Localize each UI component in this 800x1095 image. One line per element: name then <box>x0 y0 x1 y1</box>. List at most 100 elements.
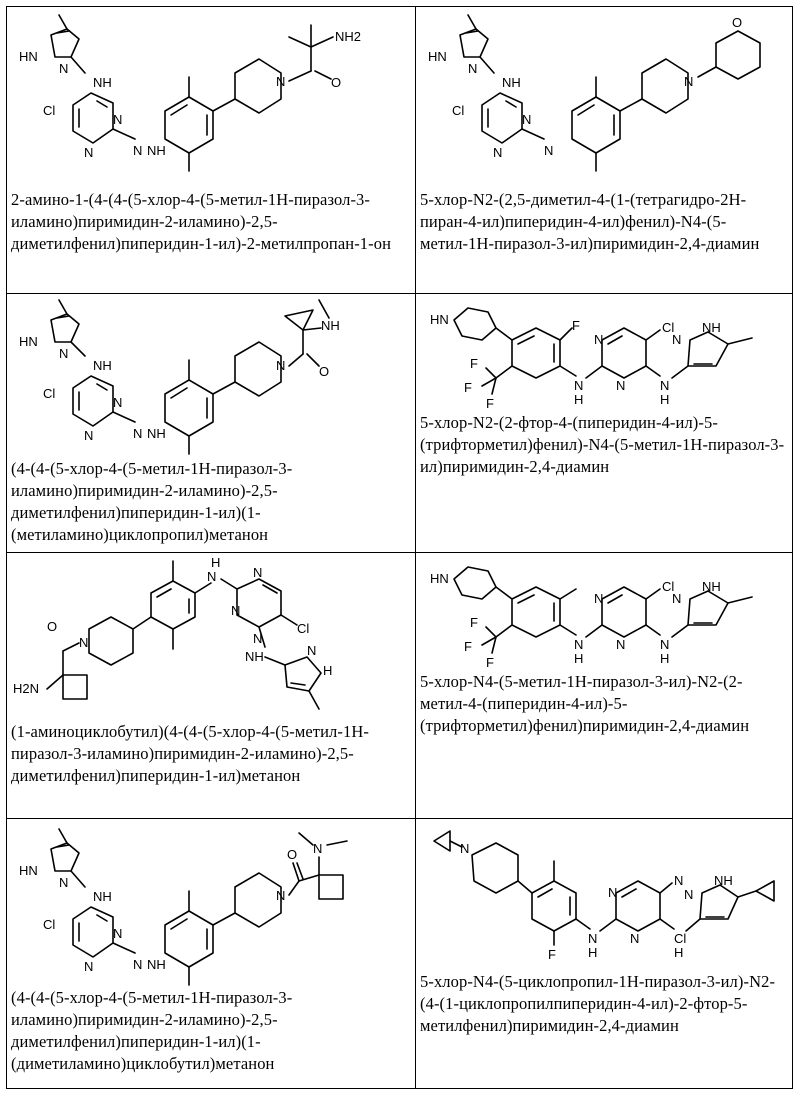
atom-label: F <box>548 947 556 962</box>
atom-label: H2N <box>13 681 39 696</box>
atom-label: Cl <box>674 931 686 946</box>
atom-label: N <box>594 591 603 606</box>
atom-label: NH <box>93 889 112 904</box>
chemical-structure: HN F F F N H <box>416 553 789 673</box>
atom-label: F <box>572 318 580 333</box>
atom-label: N <box>672 332 681 347</box>
atom-label: F <box>464 380 472 395</box>
atom-label: N <box>594 332 603 347</box>
atom-label: H <box>660 392 669 407</box>
atom-label: N <box>133 426 142 441</box>
atom-label: NH <box>502 75 521 90</box>
compound-name: 5-хлор-N2-(2-фтор-4-(пиперидин-4-ил)-5-(… <box>420 412 788 478</box>
atom-label: N <box>276 358 285 373</box>
atom-label: N <box>660 637 669 652</box>
atom-label: N <box>522 112 531 127</box>
compound-name: (4-(4-(5-хлор-4-(5-метил-1H-пиразол-3-ил… <box>11 987 411 1075</box>
compound-cell: HN N NH Cl N N N NH <box>7 7 416 294</box>
atom-label: F <box>464 639 472 654</box>
compound-name: (4-(4-(5-хлор-4-(5-метил-1H-пиразол-3-ил… <box>11 458 411 546</box>
compound-table: HN N NH Cl N N N NH <box>6 6 793 1089</box>
chemical-structure: HN N NH Cl N N N <box>416 7 789 187</box>
atom-label: NH <box>702 579 721 594</box>
atom-label: F <box>470 356 478 371</box>
atom-label: NH <box>245 649 264 664</box>
atom-label: NH <box>93 358 112 373</box>
atom-label: N <box>493 145 502 160</box>
atom-label: N <box>672 591 681 606</box>
chemical-structure: N F N H N N <box>416 819 789 969</box>
atom-label: HN <box>430 571 449 586</box>
atom-label: Cl <box>43 917 55 932</box>
table-row: HN N NH Cl N N N NH <box>7 7 793 294</box>
atom-label: N <box>574 637 583 652</box>
atom-label: NH <box>93 75 112 90</box>
atom-label: N <box>544 143 553 158</box>
atom-label: F <box>470 615 478 630</box>
atom-label: H <box>323 663 332 678</box>
atom-label: Cl <box>43 103 55 118</box>
atom-label: H <box>674 945 683 960</box>
compound-cell: HN N NH Cl N N N NH <box>7 819 416 1089</box>
atom-label: N <box>468 61 477 76</box>
atom-label: HN <box>428 49 447 64</box>
atom-label: N <box>84 959 93 974</box>
atom-label: O <box>287 847 297 862</box>
atom-label: N <box>253 565 262 580</box>
atom-label: N <box>84 145 93 160</box>
compound-name: 2-амино-1-(4-(4-(5-хлор-4-(5-метил-1H-пи… <box>11 189 411 255</box>
atom-label: N <box>616 637 625 652</box>
atom-label: NH <box>147 957 166 972</box>
atom-label: Cl <box>43 386 55 401</box>
atom-label: N <box>133 957 142 972</box>
atom-label: N <box>660 378 669 393</box>
chemical-structure: HN N NH Cl N N N NH <box>7 819 412 989</box>
compound-name: 5-хлор-N4-(5-циклопропил-1H-пиразол-3-ил… <box>420 971 788 1037</box>
compound-name: 5-хлор-N2-(2,5-диметил-4-(1-(тетрагидро-… <box>420 189 788 255</box>
atom-label: N <box>684 74 693 89</box>
atom-label: N <box>59 875 68 890</box>
chemical-structure: HN F F F F N H <box>416 294 789 414</box>
atom-label: N <box>84 428 93 443</box>
atom-label: H <box>211 555 220 570</box>
compound-cell: N H N N Cl N NH N H <box>7 553 416 819</box>
atom-label: NH <box>702 320 721 335</box>
atom-label: N <box>113 395 122 410</box>
atom-label: N <box>608 885 617 900</box>
atom-label: NH <box>147 426 166 441</box>
atom-label: H <box>574 651 583 666</box>
atom-label: Cl <box>452 103 464 118</box>
atom-label: N <box>59 61 68 76</box>
atom-label: N <box>133 143 142 158</box>
atom-label: H <box>588 945 597 960</box>
atom-label: N <box>207 569 216 584</box>
compound-cell: HN F F F F N H <box>416 294 793 553</box>
atom-label: N <box>684 887 693 902</box>
atom-label: HN <box>430 312 449 327</box>
atom-label: O <box>331 75 341 90</box>
atom-label: N <box>574 378 583 393</box>
table-row: HN N NH Cl N N N NH <box>7 294 793 553</box>
atom-label: HN <box>19 863 38 878</box>
chemical-structure: N H N N Cl N NH N H <box>7 553 412 723</box>
atom-label: N <box>231 603 240 618</box>
atom-label: N <box>588 931 597 946</box>
atom-label: N <box>113 926 122 941</box>
atom-label: N <box>276 74 285 89</box>
atom-label: N <box>616 378 625 393</box>
atom-label: N <box>630 931 639 946</box>
atom-label: N <box>460 841 469 856</box>
atom-label: F <box>486 655 494 670</box>
atom-label: O <box>319 364 329 379</box>
compound-cell: HN N NH Cl N N N <box>416 7 793 294</box>
atom-label: Cl <box>297 621 309 636</box>
atom-label: H <box>574 392 583 407</box>
atom-label: N <box>276 888 285 903</box>
atom-label: N <box>113 112 122 127</box>
atom-label: N <box>674 873 683 888</box>
atom-label: NH2 <box>335 29 361 44</box>
compound-cell: N F N H N N <box>416 819 793 1089</box>
atom-label: N <box>313 841 322 856</box>
atom-label: N <box>79 635 88 650</box>
atom-label: O <box>732 15 742 30</box>
